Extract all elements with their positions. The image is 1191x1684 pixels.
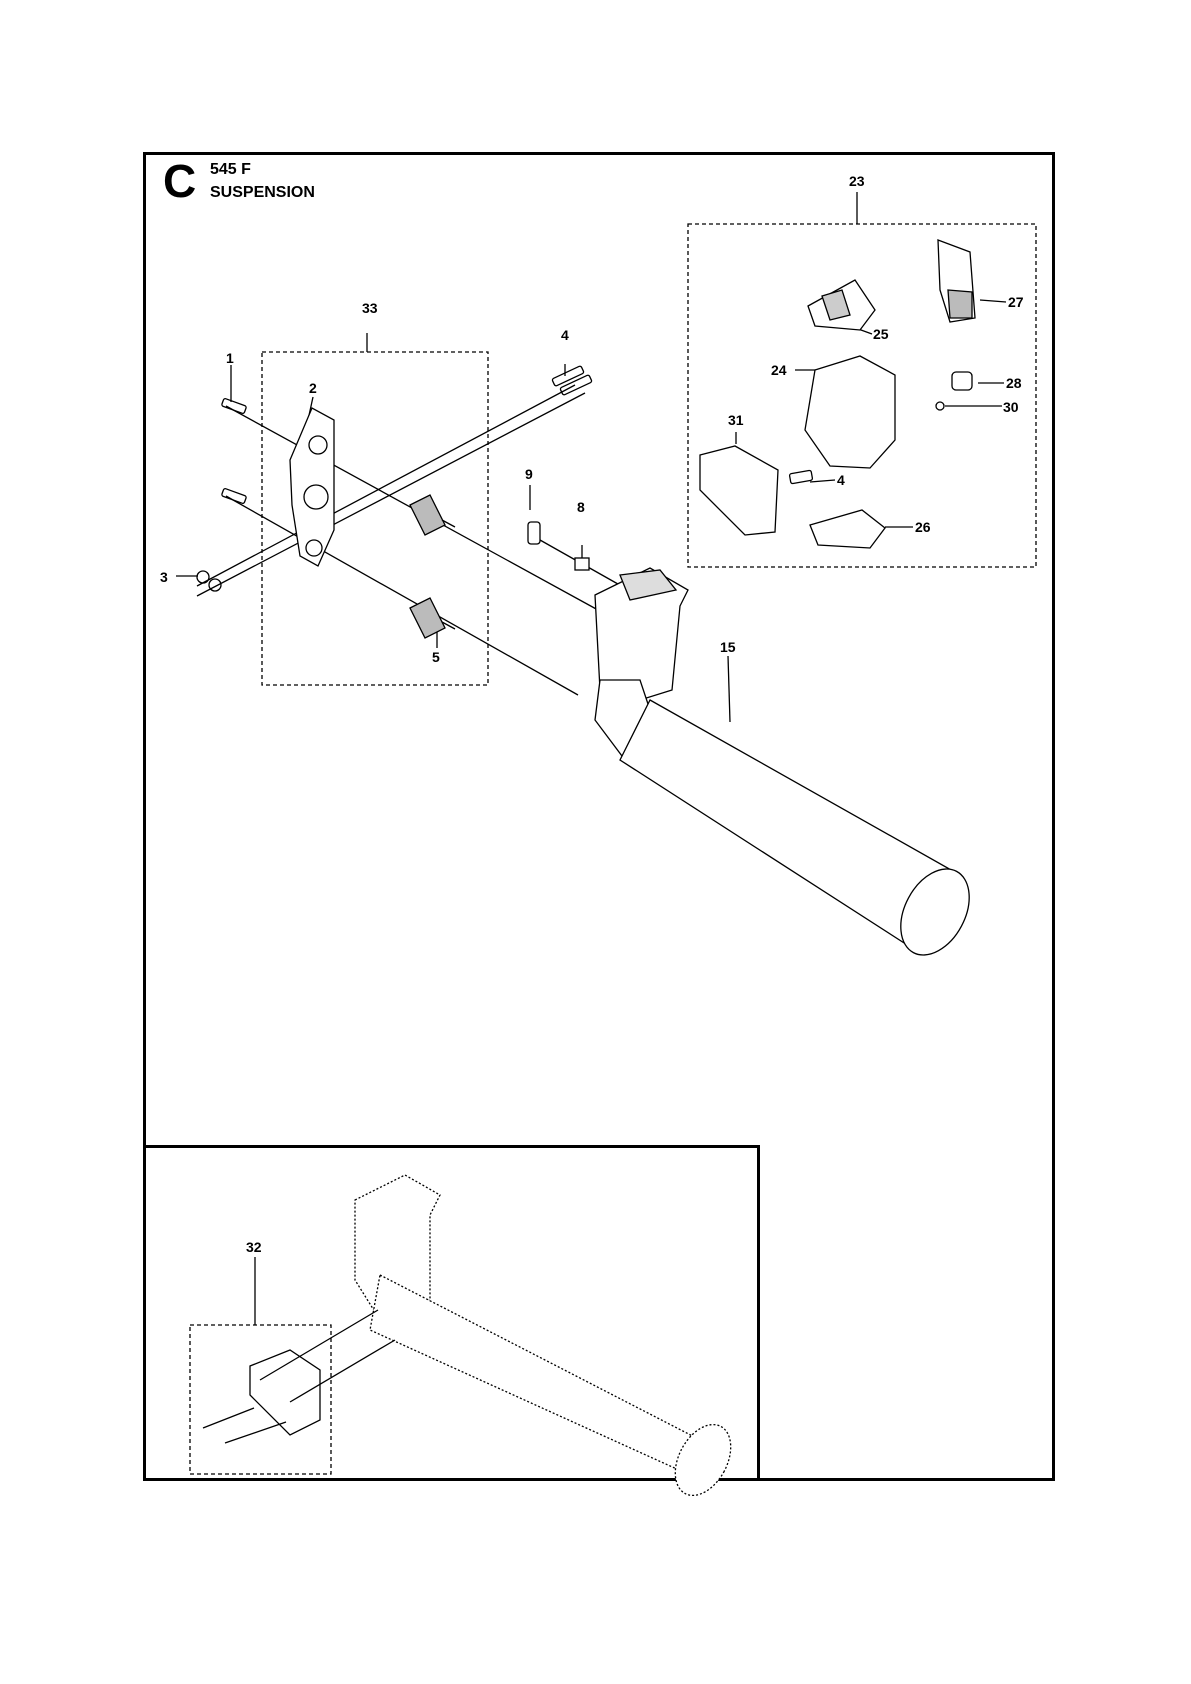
- callout-8: 8: [577, 499, 585, 515]
- callout-24: 24: [771, 362, 787, 378]
- callout-28: 28: [1006, 375, 1022, 391]
- callout-25: 25: [873, 326, 889, 342]
- callout-26: 26: [915, 519, 931, 535]
- callout-3: 3: [160, 569, 168, 585]
- callout-15: 15: [720, 639, 736, 655]
- callout-33: 33: [362, 300, 378, 316]
- group-box-32: [189, 1324, 332, 1475]
- callout-1: 1: [226, 350, 234, 366]
- callout-5: 5: [432, 649, 440, 665]
- callout-23: 23: [849, 173, 865, 189]
- diagram-title: SUSPENSION: [210, 184, 315, 201]
- callout-31: 31: [728, 412, 744, 428]
- group-box-23: [687, 223, 1037, 568]
- group-box-33: [261, 351, 489, 686]
- callout-2: 2: [309, 380, 317, 396]
- callout-30: 30: [1003, 399, 1019, 415]
- model-name: 545 F: [210, 161, 251, 178]
- callout-4-top: 4: [561, 327, 569, 343]
- callout-4-right: 4: [837, 472, 845, 488]
- callout-32: 32: [246, 1239, 262, 1255]
- callout-9: 9: [525, 466, 533, 482]
- section-letter: C: [163, 155, 197, 207]
- inset-frame: [143, 1145, 760, 1481]
- callout-27: 27: [1008, 294, 1024, 310]
